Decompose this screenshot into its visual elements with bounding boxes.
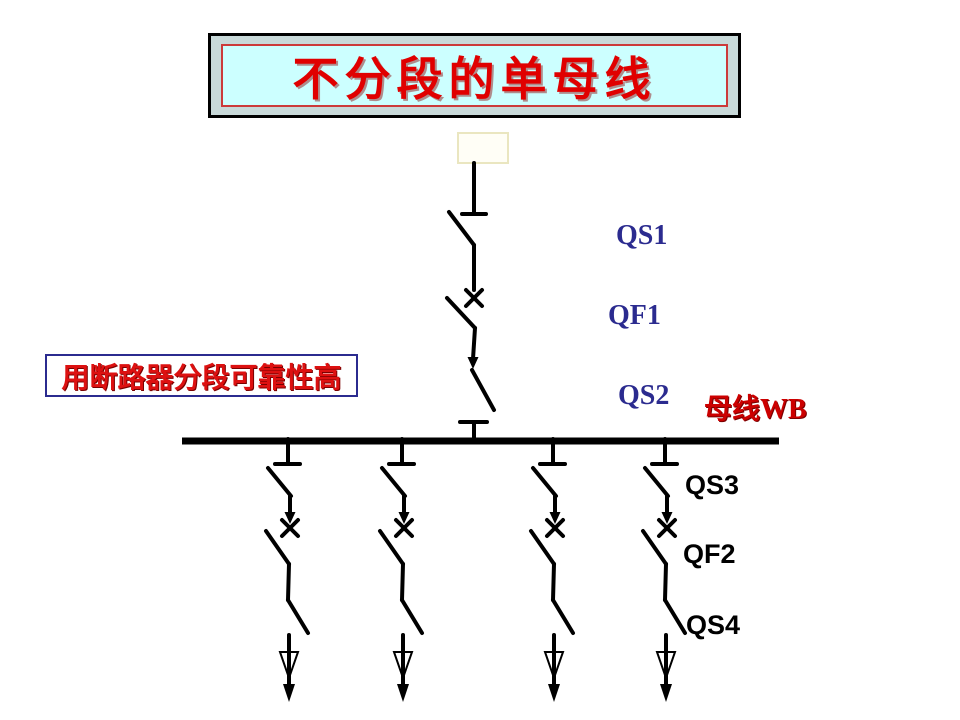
source-box — [457, 132, 509, 164]
slide-title: 不分段的单母线 — [221, 44, 728, 107]
qf1-contact-x2 — [464, 288, 484, 308]
feeder-branch-4 — [641, 437, 687, 704]
feeder-branch-1 — [264, 437, 310, 704]
label-qs1: QS1 — [616, 220, 668, 251]
qf1-blade — [445, 296, 477, 330]
label-qf1: QF1 — [608, 300, 661, 331]
label-qs3: QS3 — [685, 470, 740, 500]
qs2-arrowhead — [467, 357, 479, 369]
title-box: 不分段的单母线 — [208, 33, 741, 118]
qs1-blade — [447, 210, 476, 247]
feeder-branch-3 — [529, 437, 575, 704]
label-qs2: QS2 — [618, 380, 670, 411]
incoming-branch — [445, 132, 509, 443]
qf1-qs2-wire — [471, 326, 477, 361]
annotation-box: 用断路器分段可靠性高 — [45, 354, 358, 397]
label-qs4: QS4 — [686, 610, 741, 640]
label-qf2: QF2 — [683, 539, 736, 569]
qs2-blade — [470, 368, 496, 412]
feeder-branch-2 — [378, 437, 424, 704]
label-busbar-wb: 母线WB — [704, 394, 807, 425]
